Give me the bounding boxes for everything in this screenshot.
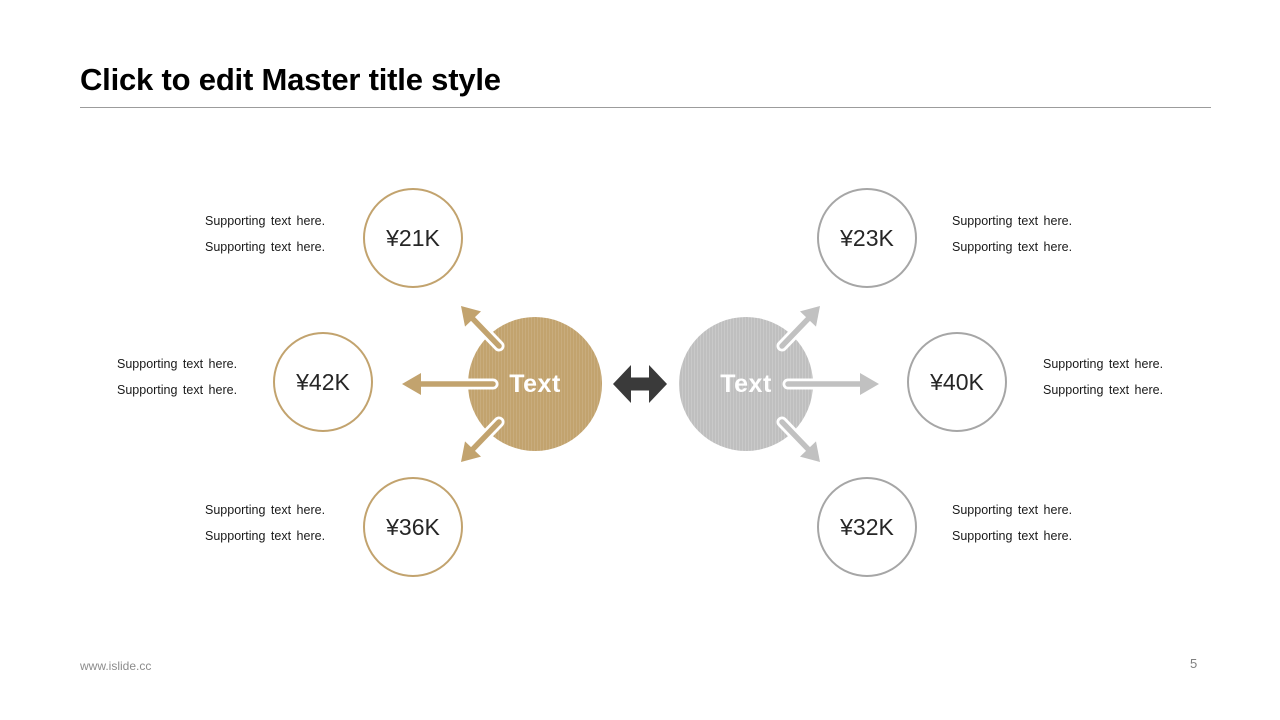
page-number: 5: [1190, 656, 1198, 671]
value-label: ¥32K: [840, 513, 894, 540]
supporting-text-line: Supporting text here.: [1043, 383, 1164, 397]
supporting-text-line: Supporting text here.: [952, 214, 1073, 228]
value-circle-bottom-right[interactable]: ¥32K: [817, 477, 917, 577]
value-circle-top-left[interactable]: ¥21K: [363, 188, 463, 288]
supporting-text-block-top-left[interactable]: Supporting text here. Supporting text he…: [205, 214, 325, 266]
supporting-text-line: Supporting text here.: [205, 529, 326, 543]
value-label: ¥36K: [386, 513, 440, 540]
supporting-text-line: Supporting text here.: [117, 383, 238, 397]
supporting-text-block-middle-left[interactable]: Supporting text here. Supporting text he…: [117, 357, 237, 409]
supporting-text-line: Supporting text here.: [117, 357, 238, 371]
value-label: ¥23K: [840, 224, 894, 251]
value-circle-middle-left[interactable]: ¥42K: [273, 332, 373, 432]
title-divider: [80, 107, 1211, 108]
supporting-text-line: Supporting text here.: [1043, 357, 1164, 371]
hub-circle-left[interactable]: Text: [468, 317, 602, 451]
supporting-text-block-top-right[interactable]: Supporting text here. Supporting text he…: [952, 214, 1072, 266]
hub-left-label: Text: [509, 369, 561, 398]
supporting-text-line: Supporting text here.: [952, 503, 1073, 517]
value-circle-top-right[interactable]: ¥23K: [817, 188, 917, 288]
value-circle-bottom-left[interactable]: ¥36K: [363, 477, 463, 577]
supporting-text-line: Supporting text here.: [952, 529, 1073, 543]
footer-url: www.islide.cc: [80, 659, 152, 673]
supporting-text-block-bottom-right[interactable]: Supporting text here. Supporting text he…: [952, 503, 1072, 555]
double-arrow-icon: [613, 365, 667, 403]
value-circle-middle-right[interactable]: ¥40K: [907, 332, 1007, 432]
supporting-text-line: Supporting text here.: [205, 240, 326, 254]
supporting-text-line: Supporting text here.: [952, 240, 1073, 254]
value-label: ¥42K: [296, 368, 350, 395]
hub-circle-right[interactable]: Text: [679, 317, 813, 451]
slide-title[interactable]: Click to edit Master title style: [80, 62, 501, 97]
supporting-text-line: Supporting text here.: [205, 503, 326, 517]
value-label: ¥21K: [386, 224, 440, 251]
hub-right-label: Text: [720, 369, 772, 398]
supporting-text-block-middle-right[interactable]: Supporting text here. Supporting text he…: [1043, 357, 1163, 409]
supporting-text-line: Supporting text here.: [205, 214, 326, 228]
supporting-text-block-bottom-left[interactable]: Supporting text here. Supporting text he…: [205, 503, 325, 555]
value-label: ¥40K: [930, 368, 984, 395]
